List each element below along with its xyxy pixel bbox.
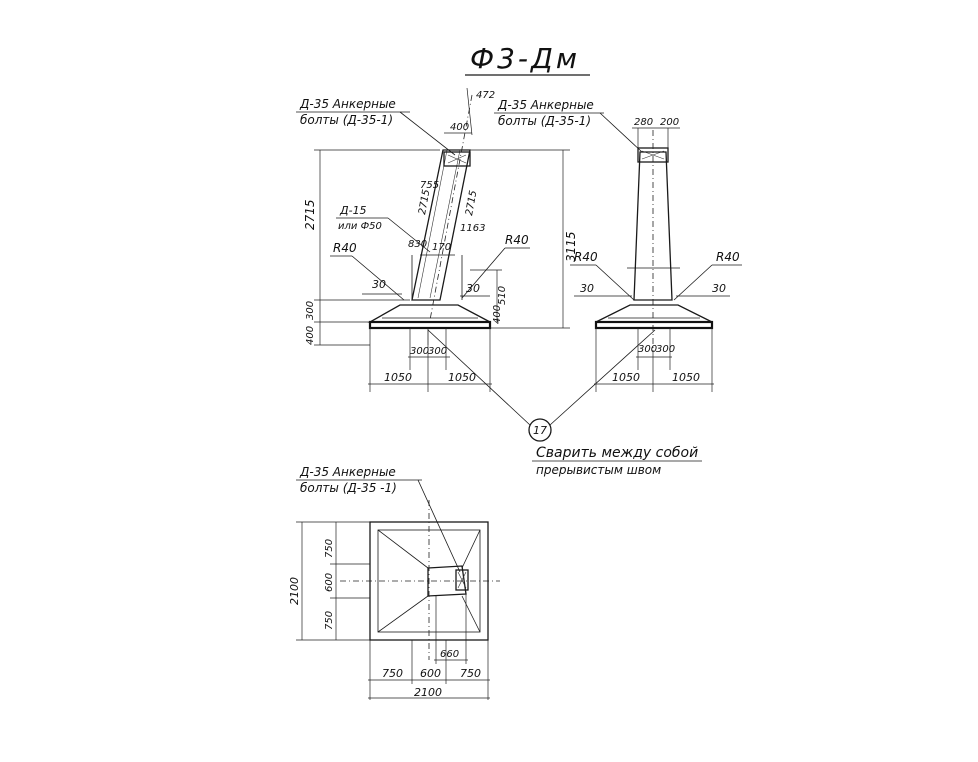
front-30-left: 30 — [580, 282, 594, 295]
plan-bolts-label-2: болты (Д-35 -1) — [300, 481, 397, 495]
plan-660: 660 — [440, 649, 459, 660]
side-r40-left: R40 — [333, 241, 357, 255]
side-column-cap — [443, 151, 471, 167]
front-bolts-leader — [599, 112, 643, 153]
side-base-plate — [368, 320, 492, 330]
side-1050-left: 1050 — [384, 371, 412, 384]
side-view: 2715 300 400 3115 510 400 2715 2715 755 … — [296, 87, 578, 392]
drawing-title: Ф3-Дм — [465, 42, 590, 76]
d15-label-1: Д-15 — [339, 204, 367, 217]
front-1050-left: 1050 — [612, 371, 640, 384]
side-bolts-leader — [399, 111, 456, 156]
front-r40-right: R40 — [716, 250, 740, 264]
dim-472: 472 — [476, 90, 495, 101]
front-base-plate — [594, 320, 714, 330]
front-view: 280 200 Д-35 Анкерные болты (Д-35-1) R40… — [494, 98, 742, 392]
plan-750-l: 750 — [382, 667, 403, 680]
side-bolts-label-2: болты (Д-35-1) — [300, 113, 393, 127]
dim-3115: 3115 — [564, 231, 578, 262]
dim-830: 830 — [408, 239, 427, 250]
weld-marker-circle — [528, 418, 552, 442]
front-300-a: 300 — [638, 344, 657, 355]
side-bolts-label-1: Д-35 Анкерные — [299, 97, 396, 111]
front-bolts-label-2: болты (Д-35-1) — [498, 114, 591, 128]
plan-bolts-leader — [417, 479, 461, 573]
side-30-left: 30 — [372, 278, 386, 291]
plan-2100-v: 2100 — [288, 577, 301, 605]
title-text: Ф3-Дм — [470, 42, 580, 75]
weld-note: 17 Сварить между собой прерывистым швом — [427, 329, 702, 477]
weld-note-line1: Сварить между собой — [536, 445, 698, 461]
front-280: 280 — [634, 117, 653, 128]
d15-label-2: или Ф50 — [338, 221, 382, 232]
front-column-outline — [633, 151, 673, 301]
weld-marker-number: 17 — [533, 424, 547, 437]
weld-leader-right — [549, 329, 656, 426]
plan-750-r: 750 — [460, 667, 481, 680]
side-1050-right: 1050 — [448, 371, 476, 384]
dim-400-right: 400 — [492, 305, 503, 324]
front-r40-left: R40 — [574, 250, 598, 264]
front-bolts-label-1: Д-35 Анкерные — [497, 98, 594, 112]
dim-400-left: 400 — [305, 326, 316, 345]
plan-bolts-label-1: Д-35 Анкерные — [299, 465, 396, 479]
side-column-outline — [411, 149, 471, 301]
plan-600-mid: 600 — [324, 573, 335, 592]
dim-2715-a: 2715 — [417, 189, 432, 216]
side-r40-right: R40 — [505, 233, 529, 247]
weld-leader-left — [427, 329, 531, 426]
dim-300-left: 300 — [305, 301, 316, 320]
dim-510: 510 — [497, 286, 508, 305]
side-base-slope — [367, 304, 491, 323]
front-30-right: 30 — [712, 282, 726, 295]
side-300-a: 300 — [410, 346, 429, 357]
side-30-right: 30 — [466, 282, 480, 295]
plan-750-top: 750 — [324, 539, 335, 558]
plan-column-cap — [455, 569, 469, 591]
plan-view: Д-35 Анкерные болты (Д-35 -1) 2100 750 6… — [288, 465, 500, 700]
front-1050-right: 1050 — [672, 371, 700, 384]
dim-2715-total: 2715 — [303, 199, 317, 230]
dim-170: 170 — [432, 242, 451, 253]
dim-400-top: 400 — [450, 122, 469, 133]
front-200: 200 — [660, 117, 679, 128]
side-300-b: 300 — [428, 346, 447, 357]
plan-600-c: 600 — [420, 667, 441, 680]
front-300-b: 300 — [656, 344, 675, 355]
plan-2100-h: 2100 — [414, 686, 442, 699]
plan-750-bot: 750 — [324, 611, 335, 630]
dim-2715-b: 2715 — [464, 190, 479, 217]
front-base-slope — [595, 304, 713, 323]
dim-755: 755 — [420, 180, 439, 191]
weld-note-line2: прерывистым швом — [536, 463, 661, 477]
dim-1163: 1163 — [460, 223, 485, 234]
